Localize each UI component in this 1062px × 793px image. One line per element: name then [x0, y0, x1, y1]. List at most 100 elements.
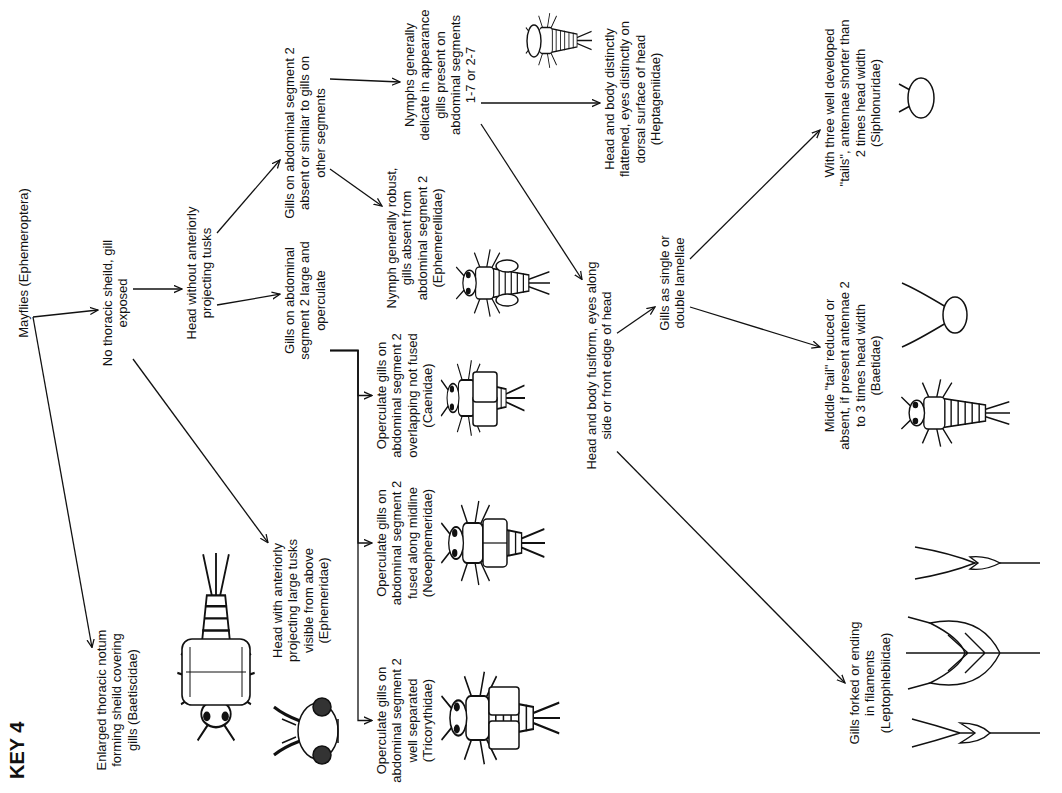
key-step: Head and body fusiform, eyes along side …	[582, 258, 617, 473]
leptophlebiidae-gills	[906, 547, 1040, 747]
connector-arrow	[33, 317, 92, 648]
siphlonuridae-head	[899, 78, 934, 118]
key-text: Head without anteriorly projecting tusks	[184, 196, 215, 350]
connector-arrow	[481, 102, 600, 103]
baetiscidae-nymph	[177, 553, 254, 741]
tricorythidae-nymph-part	[489, 687, 519, 715]
baetiscidae-nymph-part	[177, 553, 254, 741]
key-text: Operculate gills on abdominal segment 2 …	[374, 331, 435, 460]
key-step: Head without anteriorly projecting tusks	[182, 193, 217, 353]
key-step: Enlarged thoracic notum forming sheild c…	[92, 625, 142, 775]
connector-arrow	[617, 307, 655, 333]
baetidae-nymph-part	[901, 379, 1010, 446]
connector-arrow	[690, 307, 820, 347]
siphlonuridae-head-part	[908, 78, 934, 118]
connector-arrow	[330, 169, 382, 206]
leptophlebiidae-gills-part	[912, 719, 1040, 747]
tricorythidae-nymph-part	[442, 672, 560, 764]
key-step: Gills forked or ending in filaments (Lep…	[845, 613, 895, 753]
connector-arrow	[133, 288, 182, 289]
connector-arrow	[217, 294, 280, 305]
key-text: Operculate gills on abdominal segment 2 …	[374, 656, 435, 785]
connector-arrow	[481, 124, 582, 280]
key-text: Mayflies (Ephemeroptera)	[16, 176, 31, 350]
key-step: Head with anteriorly projecting large tu…	[268, 518, 333, 683]
key-step: Operculate gills on abdominal segment 2 …	[372, 473, 437, 613]
leptophlebiidae-gills-part	[906, 617, 930, 689]
key-step: Nymph generally robust, gills absent fro…	[382, 158, 447, 318]
key-text: Nymphs generally delicate in appearance …	[402, 8, 479, 142]
key-title: KEY 4	[6, 722, 29, 779]
key-text: Nymph generally robust, gills absent fro…	[384, 161, 445, 315]
key-text: No thoracic sheild, gill exposed	[100, 236, 131, 370]
caenidae-nymph-part	[441, 360, 525, 436]
baetidae-nymph	[901, 379, 1010, 446]
baetiscidae-nymph-part	[177, 553, 254, 741]
neoephemeridae-nymph	[441, 501, 545, 585]
neoephemeridae-nymph-part	[483, 542, 507, 543]
heptageniidae-nymph	[526, 13, 592, 68]
key-step: Head and body distinctly flattened, eyes…	[600, 10, 665, 188]
key-step: No thoracic sheild, gill exposed	[98, 233, 133, 373]
connector-arrow	[330, 351, 372, 544]
baetidae-head-part	[943, 297, 967, 333]
key-text: Head with anteriorly projecting large tu…	[270, 521, 331, 680]
ephemerellidae-nymph	[456, 249, 550, 316]
key-step: Gills on abdominal segment 2 absent or s…	[280, 43, 330, 223]
tricorythidae-nymph	[442, 672, 560, 764]
heptageniidae-nymph-part	[527, 25, 541, 57]
leptophlebiidae-gills-part	[970, 557, 1000, 570]
connector-arrow	[33, 310, 98, 317]
key-text: Gills as single or double lamellae	[657, 226, 688, 340]
ephemeridae-head-part	[313, 698, 331, 716]
ephemerellidae-nymph-part	[496, 294, 518, 306]
connector-arrow	[330, 351, 372, 721]
key-step: Gills as single or double lamellae	[655, 223, 690, 343]
key-step: Operculate gills on abdominal segment 2 …	[372, 328, 437, 463]
key-step: Gills on abdominal segment 2 large and o…	[280, 238, 330, 363]
connector-arrow	[330, 351, 372, 396]
ephemeridae-head-part	[274, 707, 300, 755]
baetiscidae-nymph-part	[182, 639, 250, 705]
ephemeridae-head	[274, 698, 338, 764]
connector-arrow	[330, 79, 400, 82]
ephemeridae-head-part	[313, 746, 331, 764]
key-step: Middle "tail" reduced or absent, if pres…	[820, 273, 885, 458]
connector-arrow	[133, 359, 268, 543]
key-text: With three well developed "tails", anten…	[822, 16, 883, 190]
baetiscidae-nymph-part	[186, 647, 246, 697]
connector-arrow	[617, 452, 845, 684]
baetidae-head-part	[902, 283, 946, 347]
key-text: Enlarged thoracic notum forming sheild c…	[94, 628, 140, 772]
leptophlebiidae-gills-part	[930, 621, 1040, 685]
key-text: Gills on abdominal segment 2 absent or s…	[282, 46, 328, 220]
ephemerellidae-nymph-part	[456, 249, 550, 316]
key-text: Head and body distinctly flattened, eyes…	[602, 13, 663, 185]
leptophlebiidae-gills-part	[930, 633, 1000, 673]
neoephemeridae-nymph-part	[483, 519, 507, 567]
connector-arrow	[217, 160, 280, 233]
key-step: Mayflies (Ephemeroptera)	[14, 173, 33, 353]
key-step: Operculate gills on abdominal segment 2 …	[372, 653, 437, 788]
ephemeridae-head-part	[282, 719, 296, 743]
key-text: Operculate gills on abdominal segment 2 …	[374, 476, 435, 610]
connector-arrow	[690, 130, 820, 259]
baetidae-head	[902, 283, 967, 347]
key-text: Head and body fusiform, eyes along side …	[584, 261, 615, 470]
key-step: Nymphs generally delicate in appearance …	[400, 5, 481, 145]
key-text: Gills on abdominal segment 2 large and o…	[282, 241, 328, 360]
leptophlebiidae-gills-part	[960, 723, 990, 743]
heptageniidae-nymph-part	[526, 13, 592, 68]
caenidae-nymph	[441, 360, 525, 436]
tricorythidae-nymph-part	[489, 721, 519, 749]
key-text: Middle "tail" reduced or absent, if pres…	[822, 276, 883, 455]
key-text: Gills forked or ending in filaments (Lep…	[847, 616, 893, 750]
neoephemeridae-nymph-part	[441, 501, 545, 585]
leptophlebiidae-gills-part	[915, 547, 1040, 579]
ephemerellidae-nymph-part	[496, 260, 518, 272]
caenidae-nymph-part	[473, 372, 497, 402]
ephemeridae-head-part	[337, 719, 339, 743]
